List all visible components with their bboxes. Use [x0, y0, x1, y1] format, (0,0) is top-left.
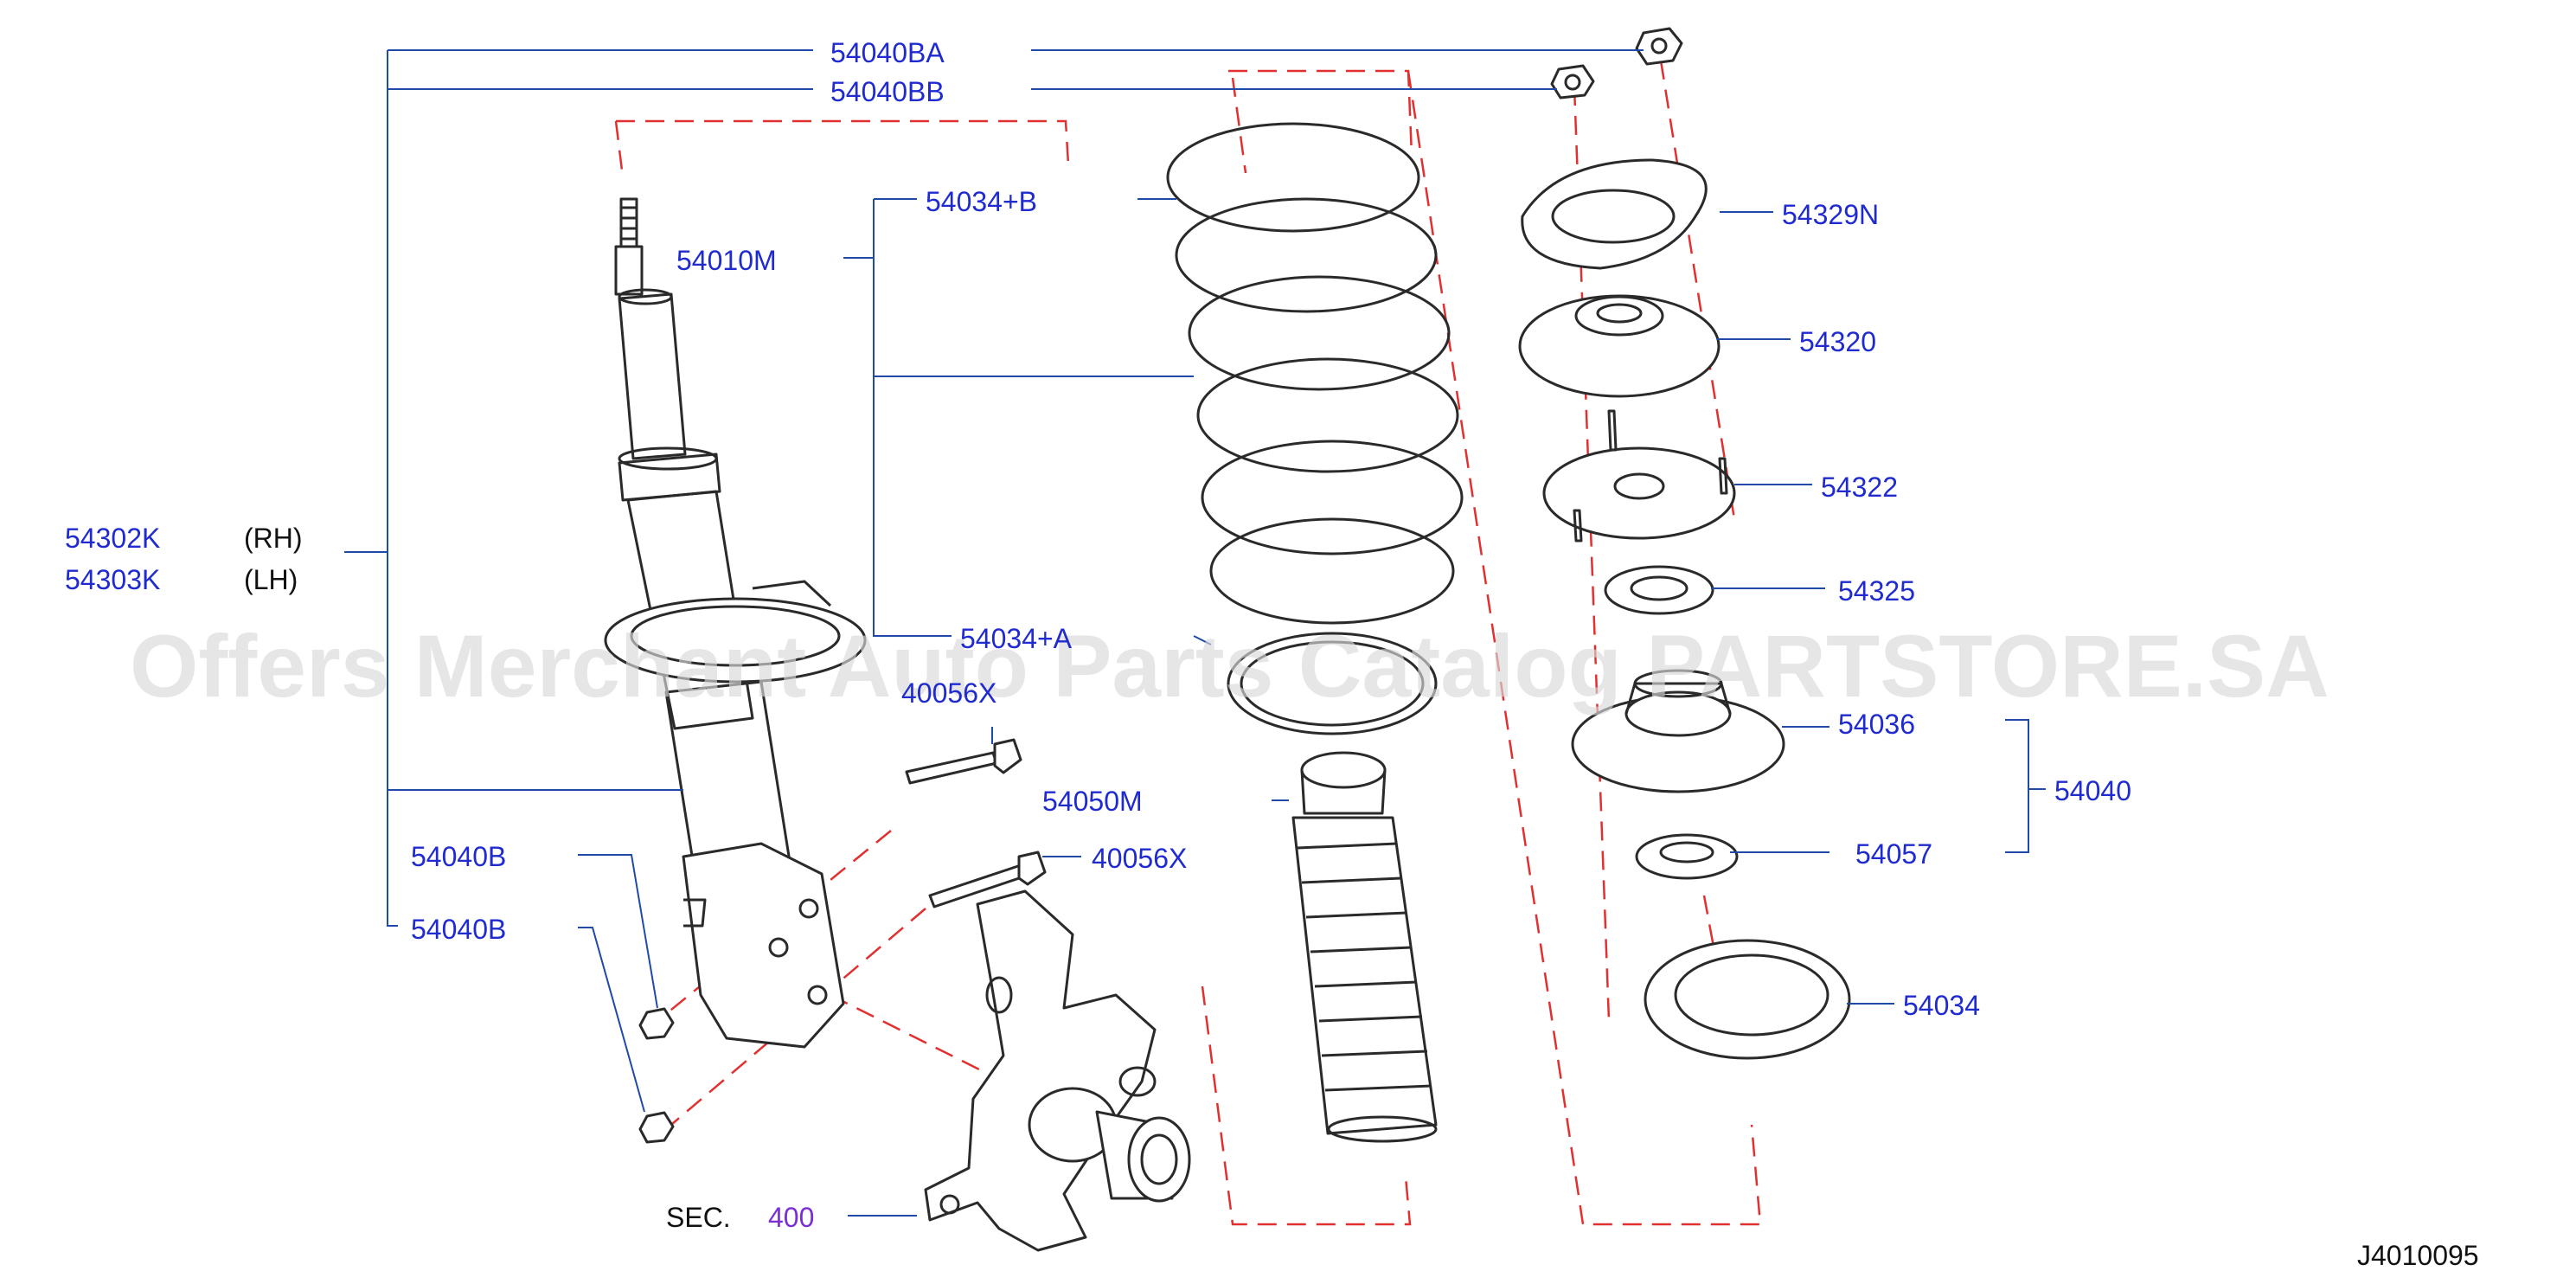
label-54034A[interactable]: 54034+A	[960, 623, 1073, 654]
strut-assembly	[604, 197, 867, 1049]
leader-lines	[344, 49, 2046, 1217]
label-54040B-1[interactable]: 54040B	[411, 841, 506, 872]
label-lh: (LH)	[244, 564, 298, 595]
label-54034[interactable]: 54034	[1903, 990, 1980, 1021]
label-54320[interactable]: 54320	[1799, 326, 1876, 357]
label-54040B-2[interactable]: 54040B	[411, 914, 506, 945]
label-54329N[interactable]: 54329N	[1782, 199, 1879, 230]
label-54325[interactable]: 54325	[1838, 575, 1915, 607]
section-reference-400[interactable]: 400	[768, 1202, 814, 1233]
label-54303K[interactable]: 54303K	[65, 564, 160, 595]
label-54302K[interactable]: 54302K	[65, 523, 160, 554]
label-54034B[interactable]: 54034+B	[926, 186, 1037, 217]
label-sec: SEC.	[666, 1202, 731, 1233]
label-54040[interactable]: 54040	[2054, 775, 2131, 806]
steering-knuckle	[924, 889, 1191, 1252]
dust-boot	[1291, 751, 1438, 1143]
label-rh: (RH)	[244, 523, 303, 554]
label-54322[interactable]: 54322	[1821, 472, 1898, 503]
watermark: Offers Merchant Auto Parts Catalog PARTS…	[130, 617, 2329, 716]
label-40056X-top[interactable]: 40056X	[901, 677, 996, 709]
label-54040BA[interactable]: 54040BA	[830, 37, 945, 68]
upper-mount-stack	[1518, 27, 1851, 1060]
part-labels: 54040BA 54040BB 54034+B 54010M 54329N 54…	[65, 37, 2479, 1271]
label-54050M[interactable]: 54050M	[1042, 786, 1143, 817]
label-54010M[interactable]: 54010M	[676, 245, 777, 276]
diagram-code: J4010095	[2357, 1240, 2479, 1271]
fasteners	[638, 738, 1047, 1144]
label-54040BB[interactable]: 54040BB	[830, 76, 945, 107]
coil-spring	[1166, 122, 1464, 735]
label-54036[interactable]: 54036	[1838, 709, 1915, 740]
label-54057[interactable]: 54057	[1855, 838, 1932, 870]
label-40056X-bottom[interactable]: 40056X	[1092, 843, 1187, 874]
